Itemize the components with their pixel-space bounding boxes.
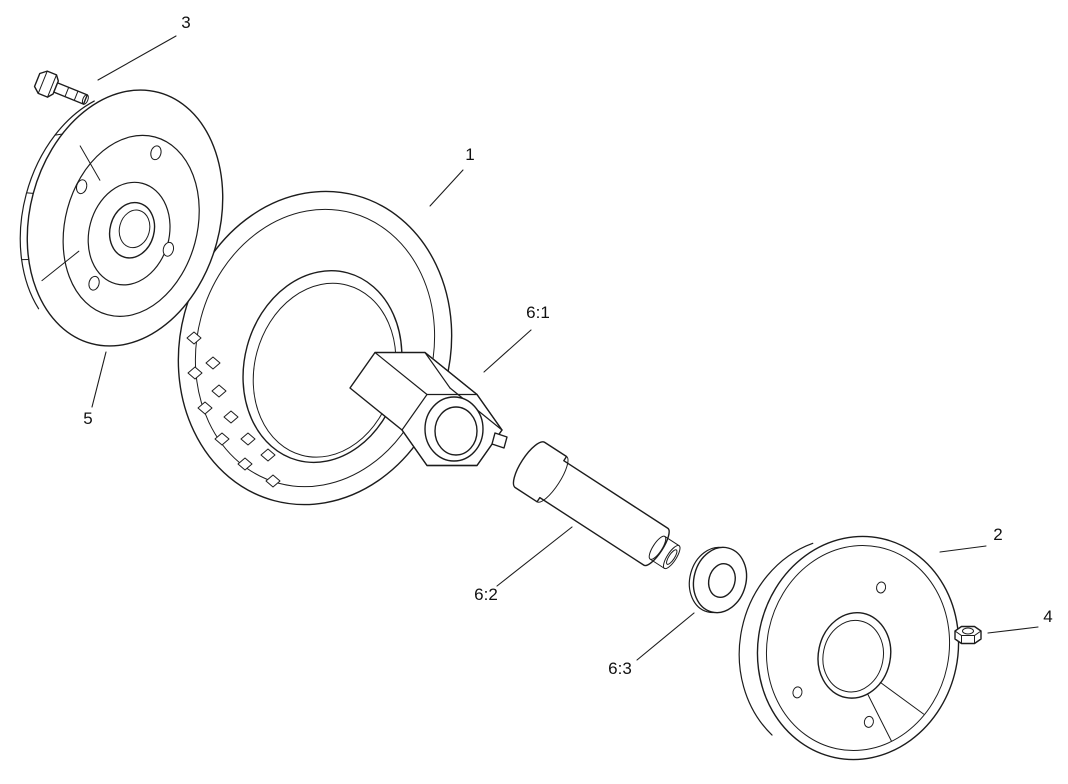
leader-line-part-5: [91, 351, 107, 408]
callout-label-part-6-2: 6:2: [474, 585, 498, 604]
part-6-1-hex-adapter: [349, 351, 508, 467]
callout-label-part-5: 5: [83, 409, 92, 428]
part-5-wheel-half-left: [19, 89, 224, 347]
leader-line-part-6-2: [496, 526, 573, 587]
callout-label-part-1: 1: [465, 145, 474, 164]
callout-label-part-2: 2: [993, 525, 1002, 544]
callout-label-part-6-3: 6:3: [608, 659, 632, 678]
leader-line-part-3: [97, 35, 177, 81]
tire-tread-marks: [186, 331, 281, 488]
leader-line-part-2: [939, 545, 987, 553]
part-2-wheel-half-right: [738, 535, 960, 761]
part-6-2-spacer: [512, 441, 681, 570]
part-1-tire: [177, 190, 453, 506]
leader-line-part-4: [987, 626, 1039, 634]
leader-line-part-6-1: [483, 329, 532, 373]
leader-line-part-6-3: [636, 612, 695, 661]
callout-label-part-6-1: 6:1: [526, 303, 550, 322]
callouts: 1 2 3 4 5 6:1 6:2 6:3: [83, 13, 1052, 678]
part-3-bolt: [33, 70, 89, 105]
callout-label-part-3: 3: [181, 13, 190, 32]
part-6-3-washer: [688, 546, 748, 614]
callout-label-part-4: 4: [1043, 607, 1052, 626]
part-4-nut: [954, 625, 982, 645]
leader-line-part-1: [429, 169, 464, 207]
